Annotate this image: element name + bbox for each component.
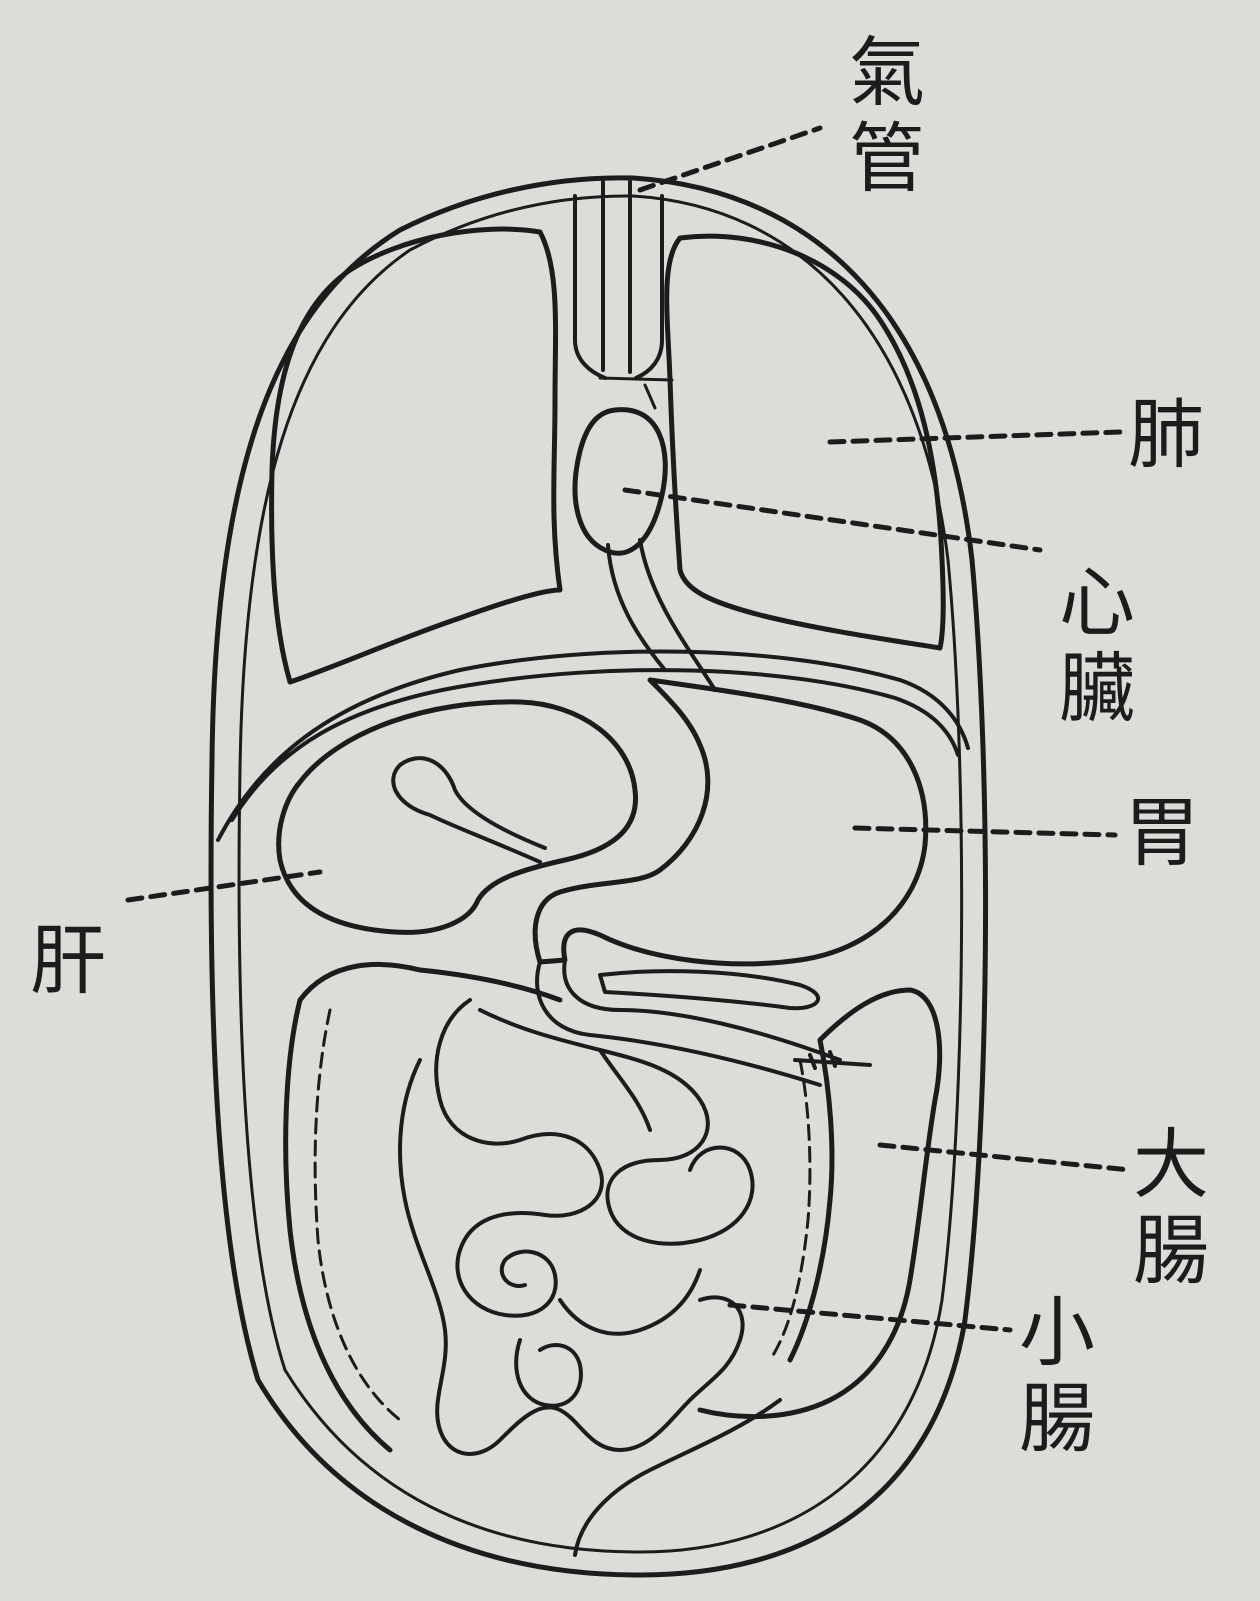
duodenum [537, 960, 840, 1085]
liver [279, 702, 636, 932]
leader-lung [830, 432, 1120, 442]
label-small-intestine: 小 腸 [1012, 1290, 1102, 1462]
label-trachea: 氣 管 [842, 30, 932, 202]
diaphragm [218, 651, 968, 840]
leader-heart [625, 490, 1040, 550]
gallbladder [393, 758, 545, 862]
lung-left [272, 229, 560, 682]
label-large-intestine: 大 腸 [1126, 1122, 1216, 1294]
leader-large-intestine [880, 1145, 1130, 1170]
label-stomach: 胃 [1124, 790, 1200, 876]
label-lung: 肺 [1128, 392, 1204, 478]
leader-trachea [640, 128, 820, 190]
heart [575, 410, 665, 554]
label-liver: 肝 [30, 918, 106, 1004]
small-intestine [436, 1000, 602, 1316]
label-heart: 心 臟 [1052, 560, 1142, 732]
esophagus [608, 540, 715, 690]
vessels [600, 378, 672, 408]
pancreas [600, 971, 818, 1008]
lung-right [667, 236, 944, 648]
trachea [575, 182, 662, 378]
